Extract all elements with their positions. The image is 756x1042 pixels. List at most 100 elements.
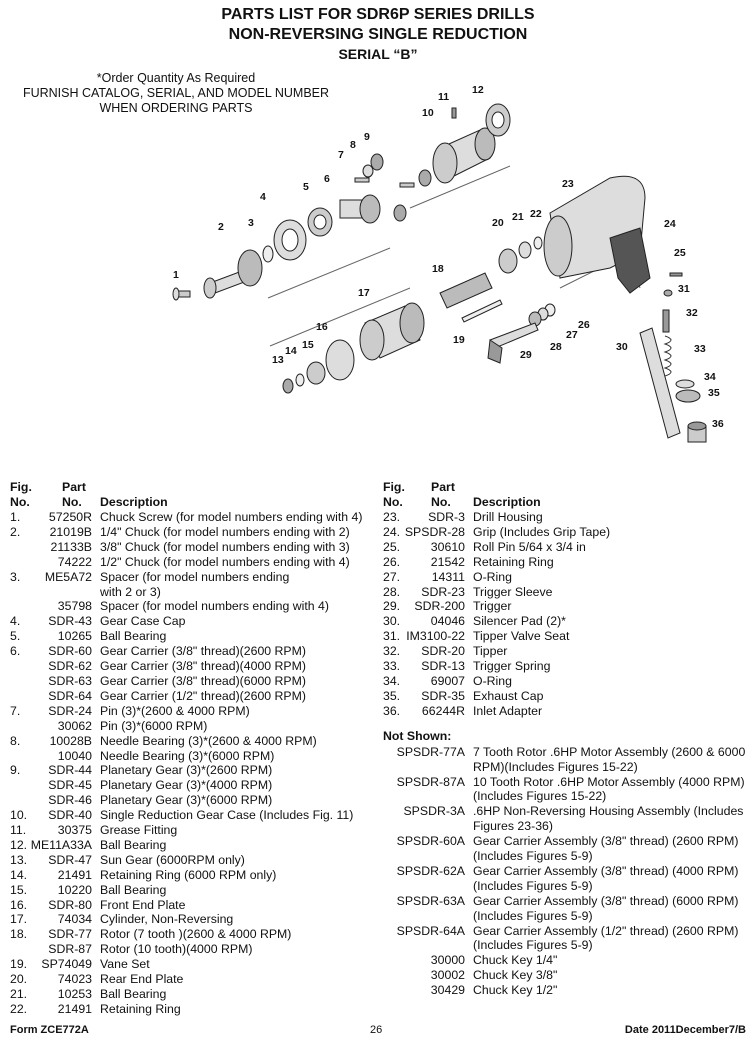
- form-number: Form ZCE772A: [10, 1024, 89, 1036]
- part-number: SPSDR-3A: [403, 804, 465, 819]
- part-number: SPSDR-62A: [396, 863, 465, 878]
- part-number: 30429: [430, 983, 465, 998]
- part-number: 30000: [430, 953, 465, 968]
- part-number: 30002: [430, 968, 465, 983]
- fig-number: 1.: [10, 510, 21, 524]
- not-shown-title: Not Shown:: [383, 728, 452, 743]
- diagram-callout: 8: [350, 139, 356, 151]
- no-header: No.: [10, 495, 30, 509]
- fig-number: 8.: [10, 733, 21, 748]
- part-description: Gear Carrier Assembly (3/8" thread) (600…: [473, 893, 739, 923]
- part-header: Part: [431, 480, 455, 494]
- parts-row: 4. SDR-43 Gear Case Cap: [10, 614, 372, 629]
- page-number: 26: [370, 1024, 383, 1036]
- fig-number: 17.: [10, 912, 28, 927]
- part-number: 10253: [57, 987, 92, 1001]
- part-number: SDR-13: [421, 659, 465, 674]
- part-description: Drill Housing: [473, 510, 543, 524]
- part-number: 21491: [57, 867, 92, 882]
- part-description: Planetary Gear (3)*(4000 RPM): [100, 778, 273, 793]
- part-description: Exhaust Cap: [473, 688, 544, 703]
- part-description: Gear Carrier (3/8" thread)(4000 RPM): [100, 659, 306, 674]
- part-description: O-Ring: [473, 569, 512, 584]
- part-no-header: No.: [431, 495, 451, 509]
- revision-date: Date 2011December7/B: [624, 1024, 746, 1036]
- diagram-callout: 6: [324, 173, 330, 185]
- diagram-callout: 28: [550, 341, 562, 353]
- part-description: 10 Tooth Rotor .6HP Motor Assembly (4000…: [473, 774, 745, 804]
- part-number: 30062: [57, 718, 92, 733]
- part-number: 21133B: [50, 539, 92, 554]
- part-description: Ball Bearing: [100, 882, 167, 897]
- part-description: Trigger: [473, 599, 512, 614]
- fig-number: 4.: [10, 614, 21, 629]
- diagram-callout: 29: [520, 349, 532, 361]
- part-number: SDR-87: [48, 942, 92, 957]
- part-number: IM3100-22: [406, 629, 465, 644]
- part-number: SDR-3: [428, 510, 465, 524]
- diagram-callout: 30: [616, 341, 628, 353]
- part-number: SDR-77: [48, 927, 92, 942]
- fig-number: 13.: [10, 852, 28, 867]
- diagram-callout: 24: [664, 218, 676, 230]
- diagram-callout: 33: [694, 343, 706, 355]
- part-description: Planetary Gear (3)*(2600 RPM): [100, 763, 273, 778]
- fig-number: 26.: [383, 554, 401, 569]
- part-description: Gear Case Cap: [100, 614, 186, 629]
- part-description: Gear Carrier Assembly (3/8" thread) (260…: [473, 834, 739, 864]
- part-description: Tipper Valve Seat: [473, 629, 570, 644]
- title-line-1: PARTS LIST FOR SDR6P SERIES DRILLS: [221, 6, 535, 23]
- not-shown-row: SPSDR-62A Gear Carrier Assembly (3/8" thr…: [383, 864, 753, 894]
- diagram-callout: 35: [708, 387, 720, 399]
- part-description: 1/2" Chuck (for model numbers ending wit…: [100, 554, 350, 569]
- part-description: Grip (Includes Grip Tape): [473, 524, 611, 539]
- part-description: Retaining Ring: [473, 554, 554, 569]
- part-description: Ball Bearing: [100, 837, 167, 852]
- fig-number: 16.: [10, 897, 28, 912]
- part-number: 14311: [431, 569, 465, 584]
- fig-number: 6.: [10, 644, 21, 659]
- part-header: Part: [62, 480, 86, 494]
- part-number: SDR-47: [48, 852, 92, 867]
- part-number: SDR-46: [48, 793, 92, 808]
- furnish-note-line-2: WHEN ORDERING PARTS: [99, 101, 253, 115]
- diagram-callout: 9: [364, 131, 370, 143]
- part-description: Gear Carrier (3/8" thread)(6000 RPM): [100, 673, 306, 688]
- part-number: ME5A72: [44, 569, 92, 584]
- part-description: Gear Carrier (1/2" thread)(2600 RPM): [100, 688, 306, 703]
- part-description: 1/4" Chuck (for model numbers ending wit…: [100, 524, 350, 539]
- part-number: SDR-43: [48, 614, 92, 629]
- fig-number: 19.: [10, 957, 28, 972]
- part-number: 74034: [57, 912, 92, 927]
- diagram-callout: 31: [678, 283, 690, 295]
- part-description: Ball Bearing: [100, 629, 167, 644]
- part-description: Gear Carrier Assembly (3/8" thread) (400…: [473, 863, 739, 893]
- part-description: Pin (3)*(2600 & 4000 RPM): [100, 703, 250, 718]
- fig-number: 35.: [383, 688, 401, 703]
- fig-number: 11.: [10, 823, 27, 838]
- part-number: 74023: [57, 972, 92, 987]
- diagram-callout: 2: [218, 221, 224, 233]
- part-no-header: No.: [62, 495, 82, 509]
- diagram-callout: 32: [686, 307, 698, 319]
